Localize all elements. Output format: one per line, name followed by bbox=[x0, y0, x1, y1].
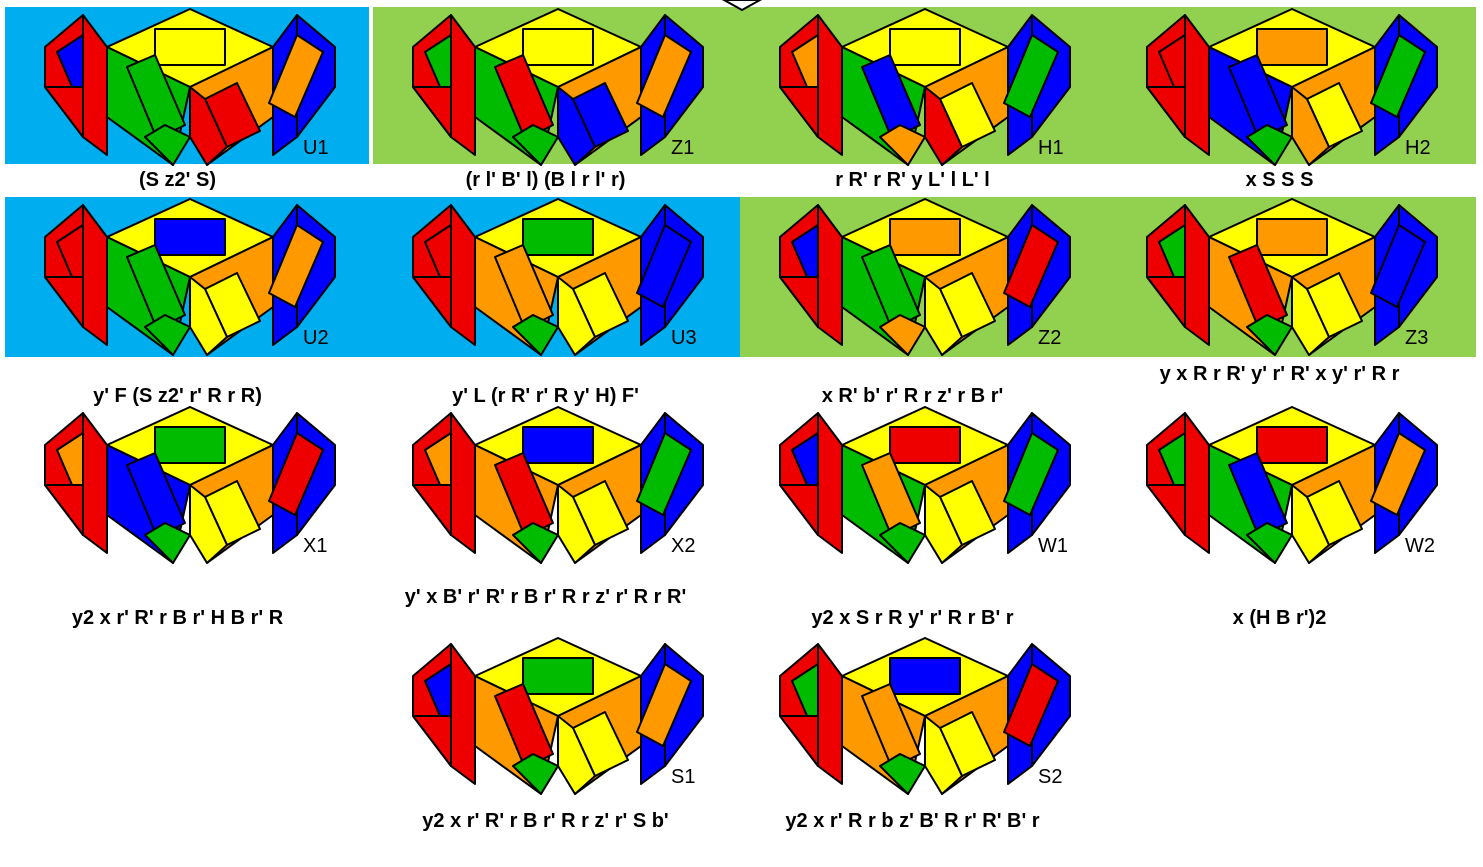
left-inner-panel bbox=[1185, 205, 1209, 345]
case-w1: W1 bbox=[740, 405, 1109, 565]
algorithm-text: y2 x r' R' r B r' R r z' r' S b' bbox=[373, 809, 718, 833]
case-id-label: W2 bbox=[1405, 535, 1435, 558]
case-u3: U3 bbox=[373, 197, 742, 357]
left-bottom-triangle bbox=[1147, 87, 1185, 137]
top-center-sticker bbox=[523, 29, 593, 65]
case-id-label: U2 bbox=[303, 327, 329, 350]
left-inner-panel bbox=[451, 413, 475, 553]
top-center-sticker bbox=[890, 29, 960, 65]
top-center-sticker bbox=[155, 219, 225, 255]
algorithm-text: y2 x S r R y' r' R r B' r bbox=[740, 606, 1085, 630]
algorithm-text: (S z2' S) bbox=[5, 168, 350, 192]
top-center-sticker bbox=[1257, 29, 1327, 65]
left-bottom-triangle bbox=[45, 87, 83, 137]
case-x2: X2 bbox=[373, 405, 742, 565]
case-id-label: X2 bbox=[671, 535, 695, 558]
case-s1: S1 bbox=[373, 636, 742, 796]
top-center-sticker bbox=[890, 658, 960, 694]
top-center-sticker bbox=[523, 427, 593, 463]
left-inner-panel bbox=[451, 15, 475, 155]
top-center-sticker bbox=[890, 219, 960, 255]
left-inner-panel bbox=[818, 644, 842, 784]
top-center-sticker bbox=[1257, 219, 1327, 255]
case-id-label: Z2 bbox=[1038, 327, 1061, 350]
left-bottom-triangle bbox=[780, 485, 818, 535]
top-center-sticker bbox=[523, 658, 593, 694]
case-z2: Z2 bbox=[740, 197, 1109, 357]
left-bottom-triangle bbox=[1147, 277, 1185, 327]
algorithm-text: y x R r R' y' r' R' x y' r' R r bbox=[1107, 362, 1452, 386]
left-inner-panel bbox=[451, 644, 475, 784]
top-center-sticker bbox=[155, 427, 225, 463]
left-inner-panel bbox=[1185, 413, 1209, 553]
top-center-sticker bbox=[523, 219, 593, 255]
left-inner-panel bbox=[451, 205, 475, 345]
left-inner-panel bbox=[818, 15, 842, 155]
left-inner-panel bbox=[83, 413, 107, 553]
algorithm-text: y2 x r' R' r B r' H B r' R bbox=[5, 606, 350, 630]
left-bottom-triangle bbox=[45, 485, 83, 535]
left-inner-panel bbox=[83, 15, 107, 155]
case-id-label: U1 bbox=[303, 137, 329, 160]
left-bottom-triangle bbox=[413, 87, 451, 137]
left-bottom-triangle bbox=[45, 277, 83, 327]
left-inner-panel bbox=[83, 205, 107, 345]
case-h1: H1 bbox=[740, 7, 1109, 167]
case-id-label: X1 bbox=[303, 535, 327, 558]
case-s2: S2 bbox=[740, 636, 1109, 796]
case-z3: Z3 bbox=[1107, 197, 1476, 357]
left-bottom-triangle bbox=[413, 716, 451, 766]
case-id-label: S1 bbox=[671, 766, 695, 789]
left-bottom-triangle bbox=[780, 277, 818, 327]
case-u2: U2 bbox=[5, 197, 374, 357]
left-bottom-triangle bbox=[780, 87, 818, 137]
algorithm-text: x (H B r')2 bbox=[1107, 606, 1452, 630]
algorithm-text: y2 x r' R r b z' B' R r' R' B' r bbox=[740, 809, 1085, 833]
left-inner-panel bbox=[1185, 15, 1209, 155]
algorithm-text: x S S S bbox=[1107, 168, 1452, 192]
case-id-label: W1 bbox=[1038, 535, 1068, 558]
case-z1: Z1 bbox=[373, 7, 742, 167]
case-id-label: H2 bbox=[1405, 137, 1431, 160]
case-id-label: U3 bbox=[671, 327, 697, 350]
case-id-label: Z3 bbox=[1405, 327, 1428, 350]
top-center-sticker bbox=[1257, 427, 1327, 463]
left-inner-panel bbox=[818, 205, 842, 345]
case-id-label: Z1 bbox=[671, 137, 694, 160]
left-bottom-triangle bbox=[1147, 485, 1185, 535]
left-bottom-triangle bbox=[413, 277, 451, 327]
left-bottom-triangle bbox=[780, 716, 818, 766]
case-u1: U1 bbox=[5, 7, 374, 167]
top-center-sticker bbox=[890, 427, 960, 463]
case-w2: W2 bbox=[1107, 405, 1476, 565]
case-h2: H2 bbox=[1107, 7, 1476, 167]
algorithm-text: y' x B' r' R' r B r' R r z' r' R r R' bbox=[373, 585, 718, 609]
case-x1: X1 bbox=[5, 405, 374, 565]
case-id-label: S2 bbox=[1038, 766, 1062, 789]
case-id-label: H1 bbox=[1038, 137, 1064, 160]
top-center-sticker bbox=[155, 29, 225, 65]
algorithm-text: (r l' B' l) (B l r l' r) bbox=[373, 168, 718, 192]
left-bottom-triangle bbox=[413, 485, 451, 535]
algorithm-text: r R' r R' y L' l L' l bbox=[740, 168, 1085, 192]
left-inner-panel bbox=[818, 413, 842, 553]
